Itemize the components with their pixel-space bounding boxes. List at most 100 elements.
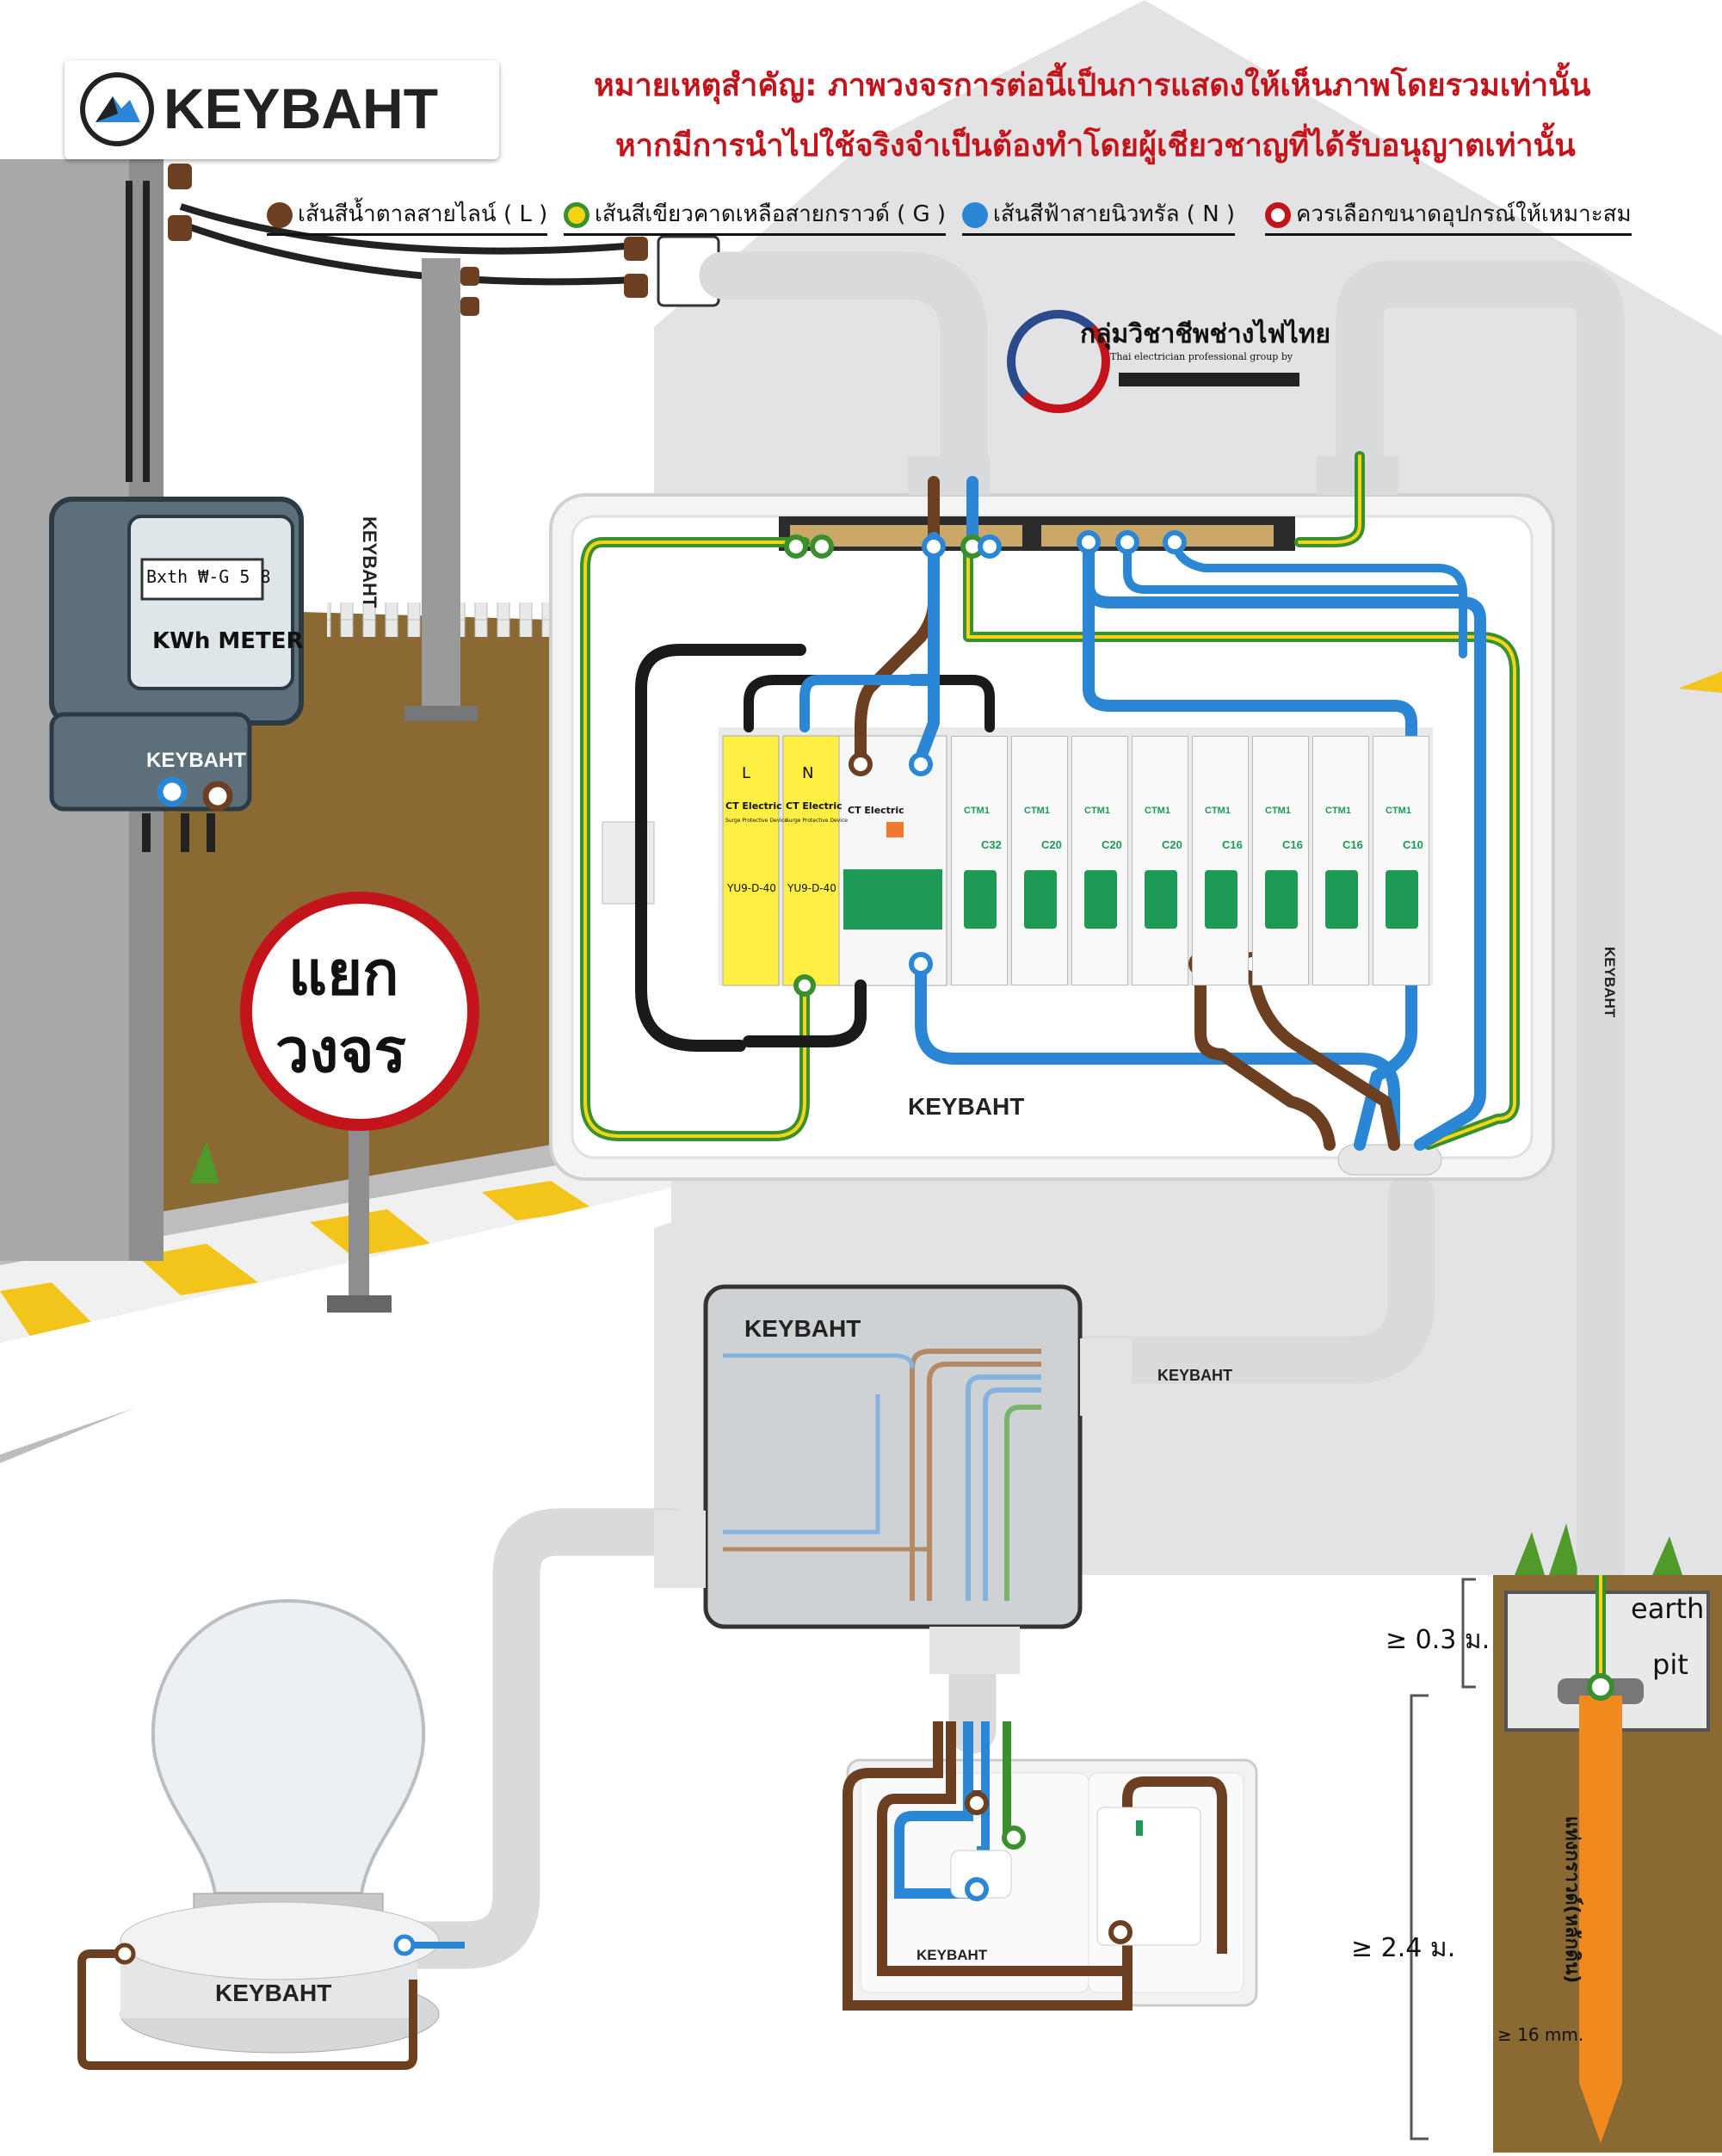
keybaht-mountain-icon [80,72,154,146]
mcb-toggle [1145,870,1177,929]
panel-wiring [580,451,1520,1151]
conduit-brand: KEYBAHT [1157,1367,1233,1384]
ground-rod-icon [1410,1575,1722,2153]
mcb-rating: C20 [1041,838,1062,851]
legend-ground: เส้นสีเขียวคาดเหลือสายกราวด์ ( G ) [564,196,947,236]
road-asphalt [0,1188,671,1455]
vertical-conduit-brand: KEYBAHT [1602,947,1618,1018]
mcb-model: CTM1 [1386,806,1411,816]
junction-brand: KEYBAHT [744,1315,861,1342]
conduits [389,251,1625,1969]
meter-brand: KEYBAHT [146,749,247,772]
lightbulb-icon [77,1598,465,2070]
spd-l-model: YU9-D-40 [727,882,776,894]
brown-dot-icon [267,201,293,228]
depth-top-label: ≥ 0.3 ม. [1386,1625,1491,1655]
group-logo-subtitle: Thai electrician professional group by [1110,351,1293,362]
group-logo-title: กลุ่มวิชาชีพช่างไฟไทย [1080,319,1331,349]
depth-rod-label: ≥ 2.4 ม. [1351,1933,1456,1963]
legend-ground-label: เส้นสีเขียวคาดเหลือสายกราวด์ ( G ) [595,201,947,227]
spd-n-brand: CT Electric [786,800,842,812]
road-stripes [0,1181,594,1343]
mcb-toggle [1265,870,1298,929]
mcb-toggle [1325,870,1358,929]
mcb-model: CTM1 [1084,806,1110,816]
brand-name: KEYBAHT [164,77,439,140]
mcb-model: CTM1 [1145,806,1170,816]
mcb-toggle [964,870,997,929]
notice-line-1: หมายเหตุสำคัญ: ภาพวงจรการต่อนี้เป็นการแส… [594,68,1591,103]
incoming-black [635,644,806,1052]
rod-label: แท่งกราวด์(หลักดิน) [1561,1816,1583,1984]
junction-brand-badge: KEYBAHT [744,1315,861,1343]
outlet-brand: KEYBAHT [917,1947,988,1963]
panel-brand-badge: KEYBAHT [908,1093,1024,1121]
mcb-model: CTM1 [1024,806,1050,816]
junction-box [654,1284,1132,1674]
gear-icon [1007,310,1110,413]
meter-label: KWh METER [152,628,304,654]
mcb-model: CTM1 [1265,806,1291,816]
bulb-brand: KEYBAHT [215,1980,332,2006]
mcb-toggle [1024,870,1057,929]
legend-neutral: เส้นสีฟ้าสายนิวทรัล ( N ) [962,196,1236,236]
spd-l-name: Surge Protective Device [725,818,787,824]
panel-brand: KEYBAHT [908,1093,1025,1120]
sign-line-2: วงจร [275,1016,407,1086]
legend-device-label: ควรเลือกขนาดอุปกรณ์ให้เหมาะสม [1296,201,1632,227]
sign-line-1: แยก [288,938,399,1009]
cable-insulators [168,164,648,316]
house-edge-marker [1678,671,1722,693]
spd-n-pole: N [802,764,814,782]
green-yellow-dot-icon [564,201,589,228]
service-pole [422,258,460,714]
legend-device: ควรเลือกขนาดอุปกรณ์ให้เหมาะสม [1265,196,1632,236]
mcb-model: CTM1 [964,806,990,816]
electric-meter [49,497,304,852]
legend-neutral-label: เส้นสีฟ้าสายนิวทรัล ( N ) [993,201,1236,227]
earth-pit-line-1: earth [1631,1592,1705,1625]
legend-line-label: เส้นสีน้ำตาลสายไลน์ ( L ) [298,201,548,227]
mcb-toggle [1084,870,1117,929]
mcb-rating: C20 [1162,838,1182,851]
mcb-model: CTM1 [1205,806,1231,816]
brand-badge: KEYBAHT [65,60,499,159]
blue-dot-icon [962,201,988,228]
sponsor-strip [1119,373,1299,386]
spd-n-name: Surge Protective Device [786,818,848,824]
spd-l-pole: L [742,764,751,782]
earth-pit-line-2: pit [1652,1648,1688,1681]
pole-brand: KEYBAHT [359,516,380,608]
mcb-rating: C16 [1342,838,1363,851]
mcb-rating: C16 [1282,838,1303,851]
legend-line: เส้นสีน้ำตาลสายไลน์ ( L ) [267,196,548,236]
red-dot-icon [1265,201,1291,228]
circuit-sign [240,892,479,1313]
group-logo: กลุ่มวิชาชีพช่างไฟไทย Thai electrician p… [1007,306,1330,430]
mcb-rating: C32 [981,838,1002,851]
mcb-rating: C16 [1222,838,1243,851]
wall-outlet [842,1721,1258,2011]
rod-diameter-label: ≥ 16 mm. [1497,2024,1584,2045]
mcb-toggle [1386,870,1418,929]
mcb-toggle [1205,870,1237,929]
spd-l-brand: CT Electric [725,800,782,812]
neutral-return [915,958,1400,1151]
mcb-rating: C20 [1102,838,1122,851]
mcb-model: CTM1 [1325,806,1351,816]
mcb-rating: C10 [1403,838,1423,851]
main-breaker-brand: CT Electric [848,805,904,816]
service-drop-cables [126,181,638,482]
meter-reading: Bxth ₩-G 5 8 [146,566,271,587]
